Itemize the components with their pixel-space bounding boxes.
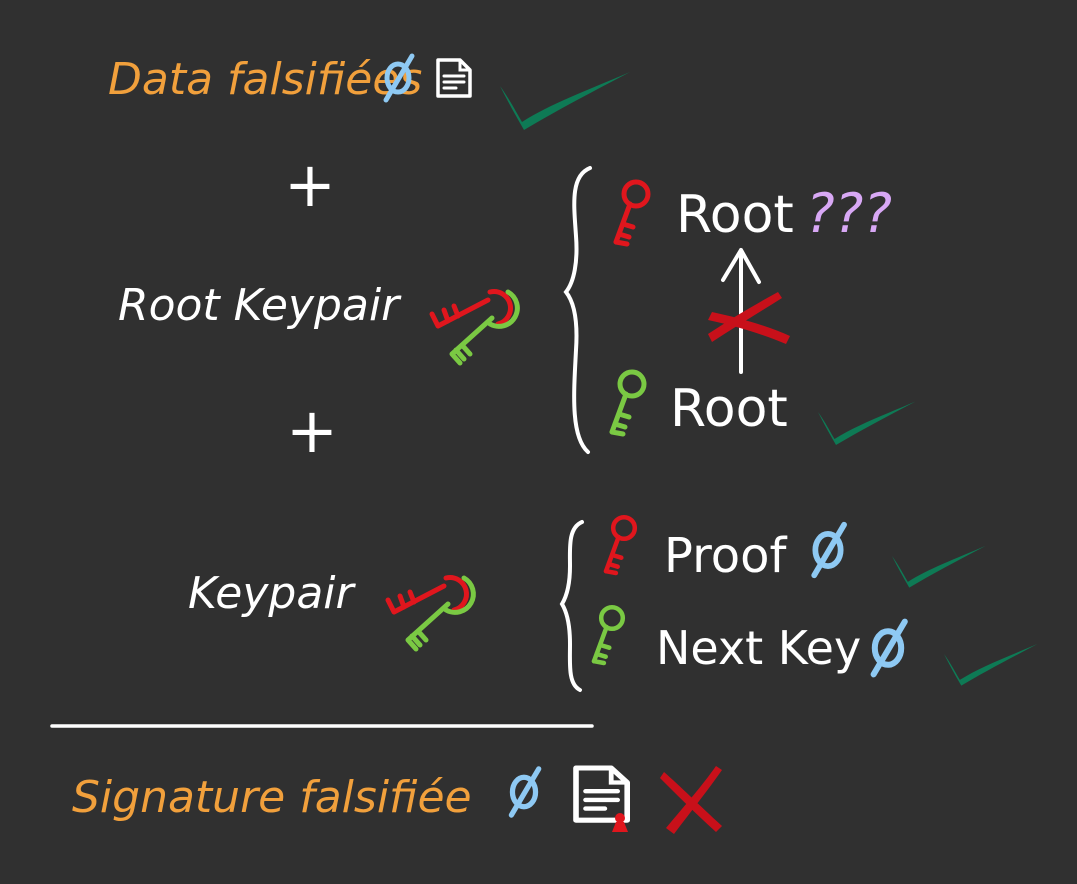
signature-falsified-label: Signature falsifiée — [72, 772, 472, 823]
next-key-label: Next Key — [656, 621, 861, 675]
root-private-label: Root — [676, 185, 794, 245]
check-icon — [500, 72, 630, 130]
signed-document-icon — [576, 768, 628, 832]
red-key-icon — [606, 517, 635, 573]
root-brace — [563, 166, 592, 454]
green-key-icon — [612, 372, 644, 434]
green-key-icon — [594, 607, 623, 663]
root-unknown-label: ??? — [806, 182, 892, 245]
check-icon — [818, 401, 916, 445]
cross-icon — [708, 292, 790, 344]
check-icon — [944, 643, 1038, 686]
data-falsified-label: Data falsifiées — [108, 54, 422, 105]
document-icon — [436, 58, 472, 98]
empty-set-icon — [874, 622, 905, 675]
empty-set-icon — [511, 769, 538, 815]
empty-set-icon — [814, 525, 844, 576]
red-key-icon — [616, 182, 648, 244]
keypair-brace — [559, 520, 584, 692]
root-keypair-label: Root Keypair — [118, 280, 402, 331]
arrow-up-icon — [721, 248, 761, 374]
root-public-label: Root — [670, 379, 788, 439]
cross-icon — [660, 766, 722, 834]
keypair-label: Keypair — [188, 568, 357, 619]
key-pair-icon — [388, 578, 473, 649]
plus-top: + — [284, 148, 336, 221]
proof-label: Proof — [664, 528, 788, 584]
plus-bottom: + — [286, 394, 338, 467]
check-icon — [892, 545, 986, 588]
key-pair-icon — [432, 292, 517, 363]
